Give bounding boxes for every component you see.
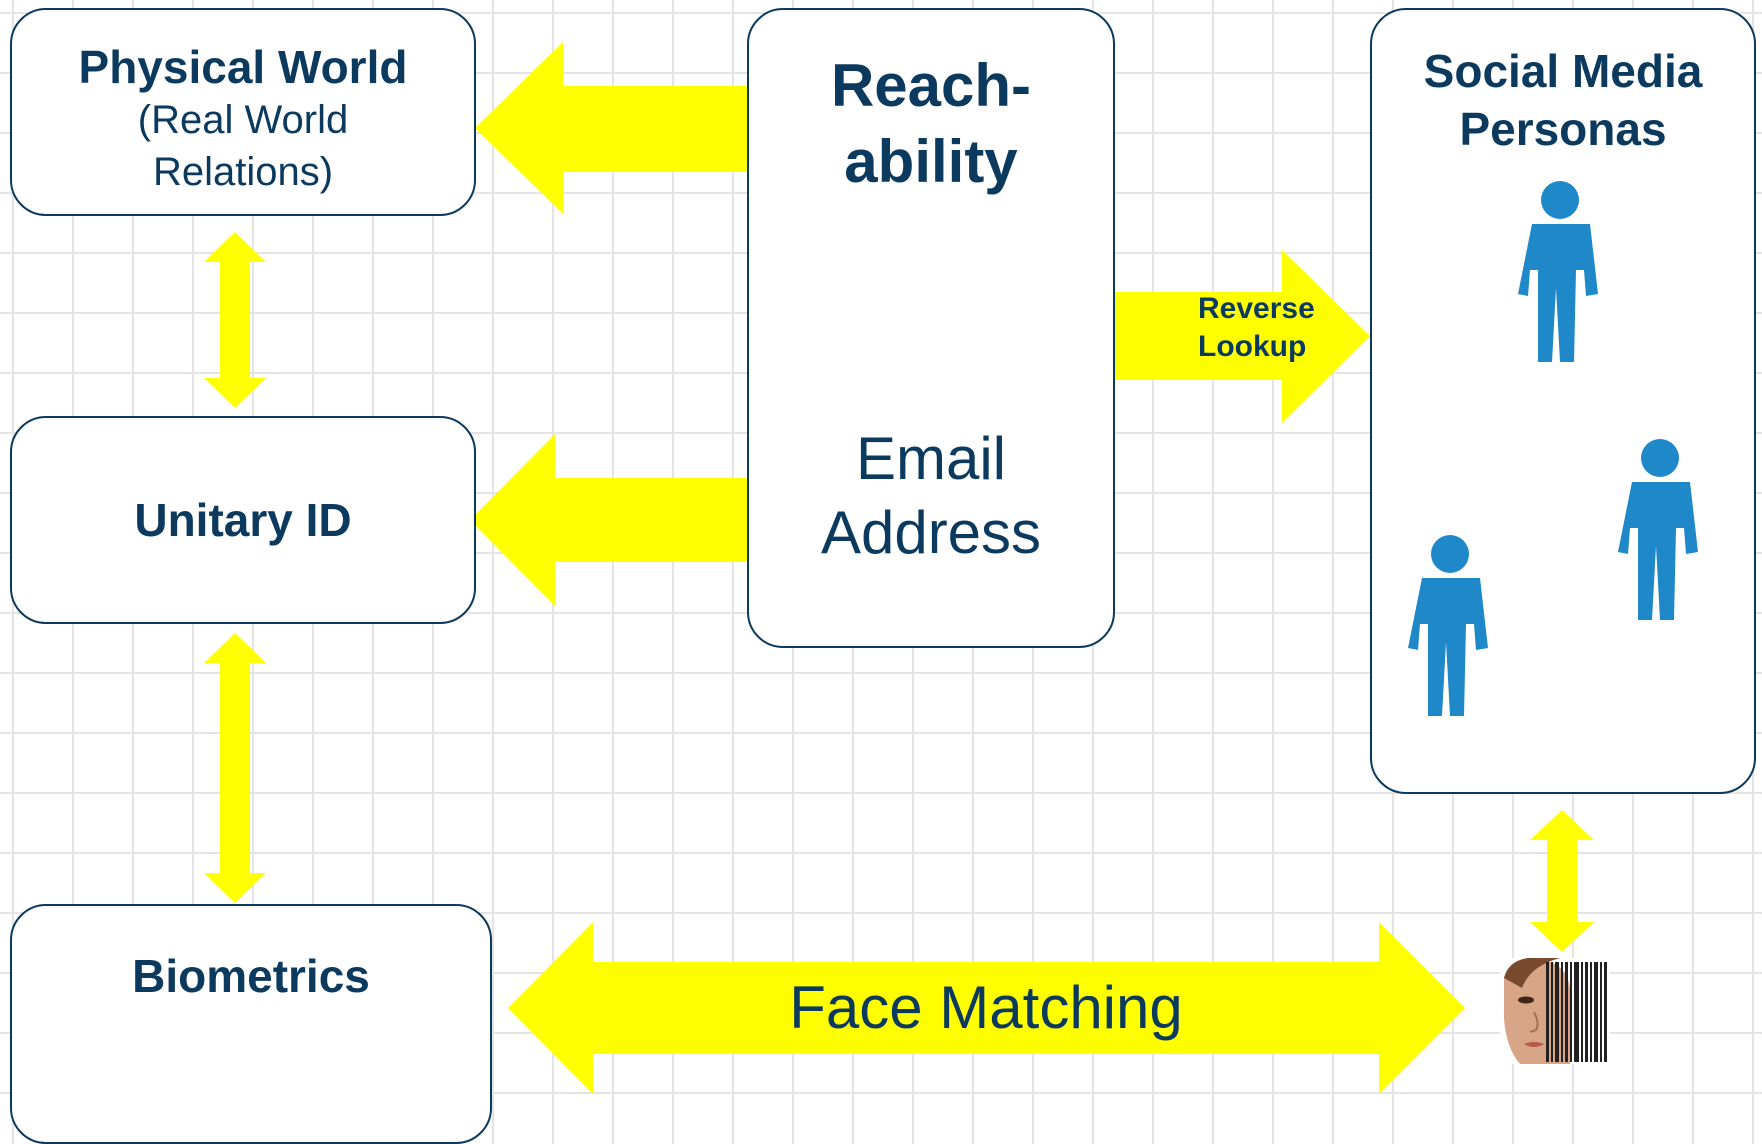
reverse-lookup-label-2: Lookup	[1198, 330, 1307, 363]
person-icon	[1618, 439, 1698, 620]
unitary-id-title: Unitary ID	[134, 494, 352, 546]
email-address-line-2: Address	[820, 499, 1042, 566]
physical-world-subtitle-2: Relations)	[152, 150, 334, 194]
face-matching-label: Face Matching	[789, 974, 1183, 1041]
biometrics-box: Biometrics	[10, 904, 492, 1144]
reachability-title-1: Reach-	[830, 52, 1032, 119]
social-media-box: Social Media Personas	[1370, 8, 1756, 794]
physical-world-box: Physical World (Real World Relations)	[10, 8, 476, 216]
social-media-title-2: Personas	[1459, 103, 1667, 155]
physical-world-title: Physical World	[78, 41, 408, 93]
person-icon	[1408, 535, 1488, 716]
arrow-social-face	[1530, 810, 1594, 952]
arrow-face-matching	[508, 922, 1465, 1094]
person-icon	[1518, 181, 1598, 362]
arrow-unitary-biometrics	[204, 633, 266, 903]
reverse-lookup-label: Reverse Lookup	[1198, 290, 1315, 366]
reverse-lookup-label-1: Reverse	[1198, 292, 1315, 325]
arrow-to-unitary-id	[470, 434, 747, 606]
reachability-box: Reach- ability Email Address	[747, 8, 1115, 648]
face-barcode-icon	[1500, 958, 1610, 1064]
arrow-to-physical-world	[475, 42, 747, 214]
social-media-title-1: Social Media	[1423, 45, 1703, 97]
email-address-line-1: Email	[855, 425, 1007, 492]
arrow-reverse-lookup	[1115, 250, 1370, 423]
biometrics-title: Biometrics	[132, 950, 370, 1002]
arrows-layer	[204, 42, 1594, 1094]
arrow-physical-unitary	[204, 232, 266, 408]
physical-world-subtitle-1: (Real World	[137, 98, 349, 142]
unitary-id-box: Unitary ID	[10, 416, 476, 624]
reachability-title-2: ability	[844, 128, 1018, 195]
